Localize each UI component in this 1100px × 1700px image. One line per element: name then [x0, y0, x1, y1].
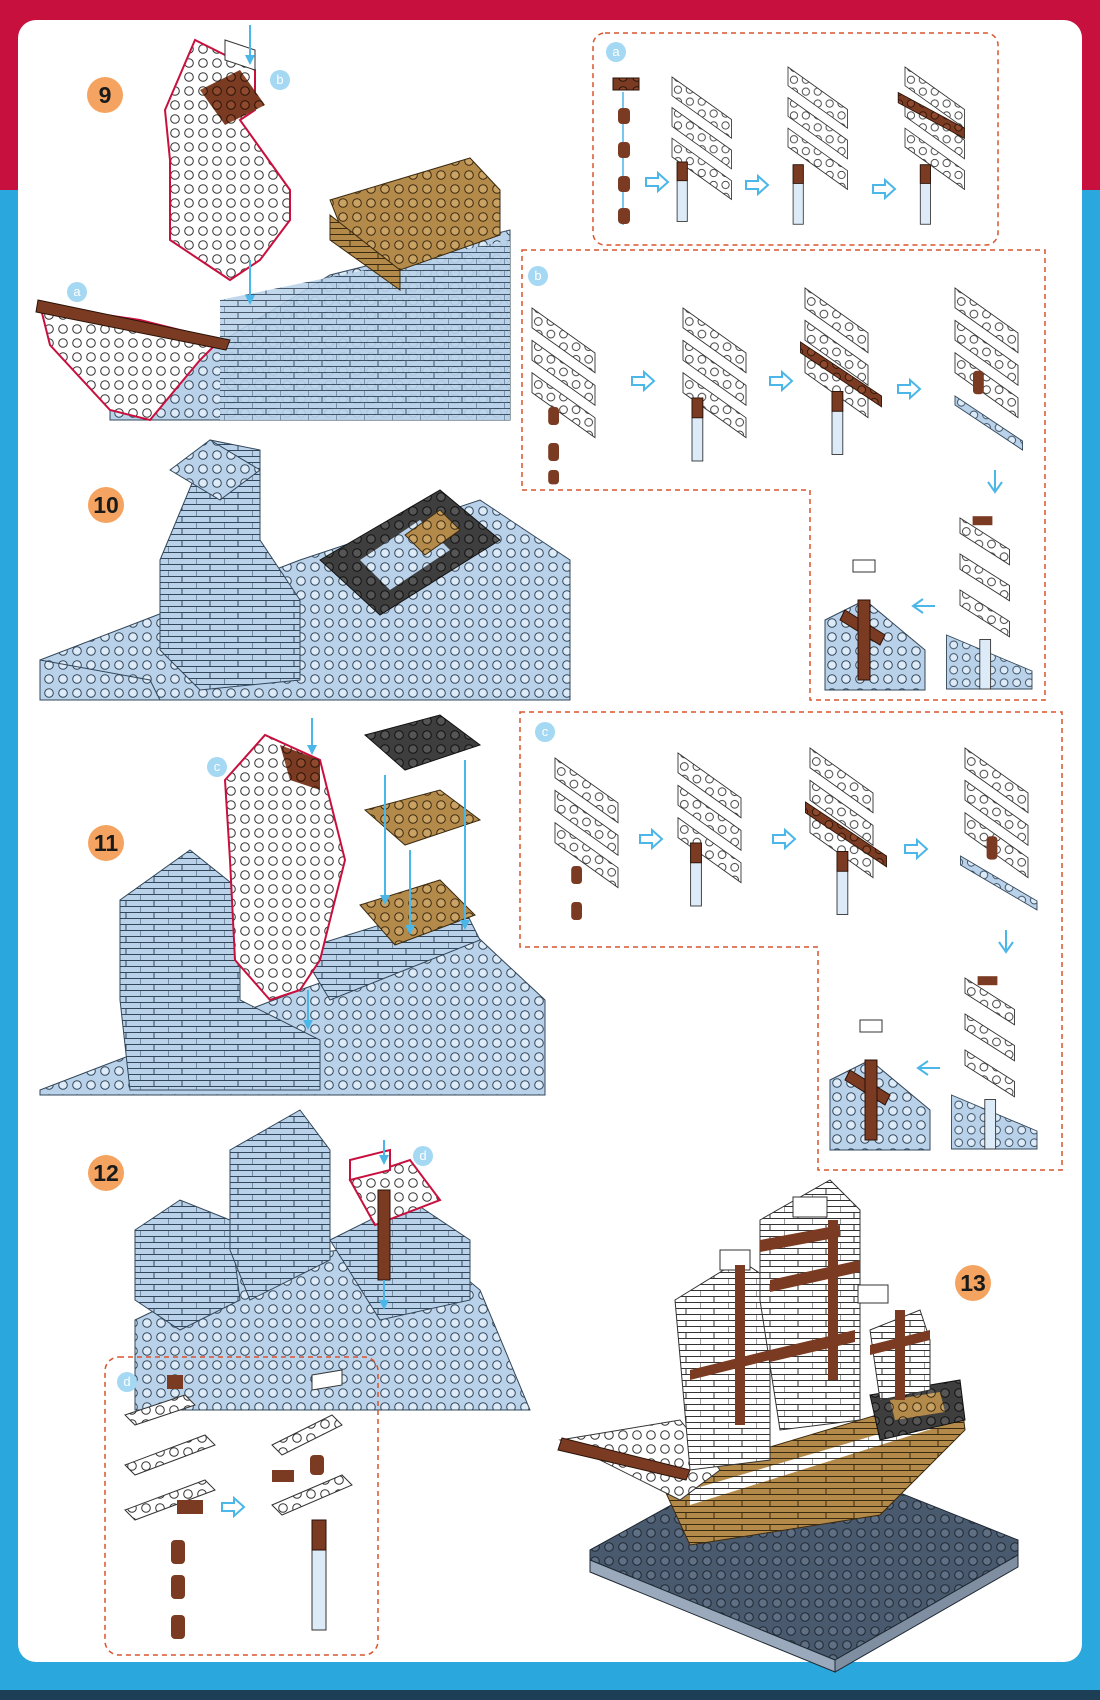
subassembly-b-step-5 — [946, 516, 1033, 690]
subassembly-c-step-3 — [805, 747, 887, 915]
step-11-illustration — [39, 714, 546, 1096]
subassembly-d-step-1 — [124, 1375, 216, 1639]
arrow-right-icon — [904, 839, 928, 859]
subassembly-a-box-badge: a — [606, 42, 626, 62]
subassembly-b-badge: b — [270, 70, 290, 90]
step-number-10: 10 — [88, 487, 124, 523]
arrow-right-icon — [769, 371, 793, 391]
step-number-9: 9 — [87, 77, 123, 113]
arrow-right-icon — [872, 179, 896, 199]
step-number-11: 11 — [88, 825, 124, 861]
arrow-right-icon — [645, 172, 669, 192]
step-9-illustration — [35, 25, 511, 422]
arrow-right-icon — [221, 1497, 245, 1517]
subassembly-a-step-4 — [897, 66, 965, 225]
arrow-down-icon — [998, 930, 1014, 954]
arrow-right-icon — [897, 379, 921, 399]
subassembly-c-box-badge: c — [535, 722, 555, 742]
arrow-right-icon — [639, 829, 663, 849]
subassembly-b-box-badge: b — [528, 266, 548, 286]
subassembly-c-step-4 — [960, 747, 1038, 911]
subassembly-a-step-3 — [787, 66, 848, 225]
subassembly-c-badge: c — [207, 757, 227, 777]
subassembly-b-step-3 — [800, 287, 882, 455]
subassembly-b-step-2 — [682, 307, 747, 462]
arrow-right-icon — [631, 371, 655, 391]
subassembly-b-step-6 — [824, 559, 926, 691]
step-number-13: 13 — [955, 1265, 991, 1301]
subassembly-c-step-2 — [677, 752, 742, 907]
subassembly-a-badge: a — [67, 282, 87, 302]
step-12-illustration — [134, 1109, 531, 1411]
subassembly-d-box-badge: d — [117, 1372, 137, 1392]
subassembly-d-badge: d — [413, 1146, 433, 1166]
subassembly-b-step-4 — [954, 287, 1023, 451]
step-number-12: 12 — [88, 1155, 124, 1191]
subassembly-a-box — [592, 32, 999, 246]
subassembly-c-step-5 — [951, 976, 1038, 1150]
bottom-dark-band — [0, 1690, 1100, 1700]
subassembly-b-step-1 — [531, 307, 596, 485]
subassembly-c-step-1 — [554, 757, 619, 920]
arrow-down-icon — [987, 470, 1003, 494]
subassembly-c-step-6 — [829, 1019, 931, 1151]
arrow-left-icon — [916, 1060, 940, 1076]
subassembly-a-step-1 — [612, 77, 640, 225]
arrow-left-icon — [911, 598, 935, 614]
arrow-right-icon — [772, 829, 796, 849]
step-10-illustration — [39, 439, 571, 701]
subassembly-a-step-2 — [671, 76, 732, 222]
subassembly-b-box — [521, 249, 1046, 701]
arrow-right-icon — [745, 175, 769, 195]
subassembly-d-step-2 — [271, 1369, 353, 1631]
subassembly-c-box — [519, 711, 1063, 1171]
subassembly-d-box — [104, 1356, 379, 1656]
step-13-completed-ship — [557, 1179, 1019, 1673]
